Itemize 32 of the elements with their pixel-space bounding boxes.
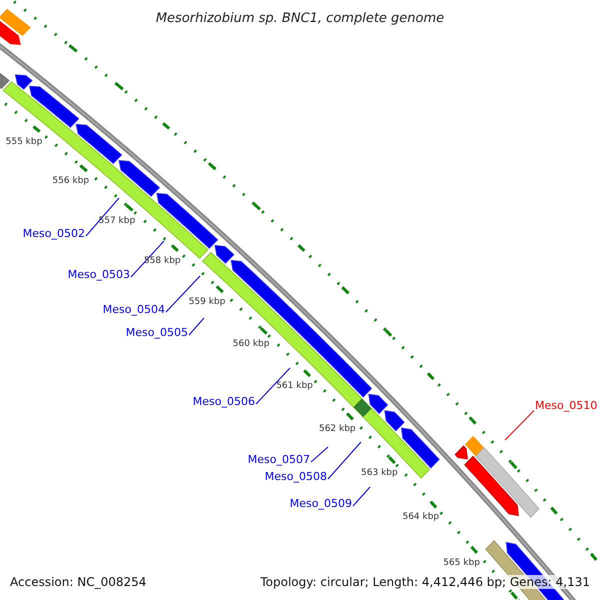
scale-label: 564 kbp — [402, 512, 440, 522]
leader-line — [328, 442, 362, 480]
diagram-title: Mesorhizobium sp. BNC1, complete genome — [156, 10, 444, 26]
leader-line — [130, 240, 164, 278]
gene-label: Meso_0509 — [290, 496, 352, 510]
scale-label: 555 kbp — [6, 136, 42, 147]
gene-label: Meso_0507 — [248, 452, 310, 466]
gene-label: Meso_0508 — [264, 470, 327, 482]
leader-line — [504, 410, 534, 440]
gene-label: Meso_0510 — [535, 398, 598, 412]
leader-line — [310, 446, 328, 462]
scale-label: 563 kbp — [361, 468, 398, 478]
scale-label: 558 kbp — [144, 256, 181, 266]
scale-label: 562 kbp — [318, 424, 356, 434]
gene-label: Meso_0505 — [126, 326, 188, 338]
scale-label: 556 kbp — [52, 176, 90, 186]
gene-label: Meso_0506 — [192, 394, 255, 408]
gene-label: Meso_0502 — [22, 226, 85, 240]
scale-label: 565 kbp — [443, 558, 480, 568]
accession-text: Accession: NC_008254 — [10, 575, 146, 589]
gene-label: Meso_0504 — [102, 302, 165, 316]
scale-label: 557 kbp — [98, 216, 136, 226]
leader-line — [166, 276, 200, 312]
leader-line — [86, 198, 120, 236]
leader-line — [256, 368, 290, 404]
scale-label: 560 kbp — [232, 338, 270, 349]
scale-label: 561 kbp — [276, 381, 313, 392]
genome-summary-text: Topology: circular; Length: 4,412,446 bp; Genes: 4,131 — [260, 575, 590, 589]
leader-line — [188, 318, 204, 336]
leader-line — [352, 486, 370, 506]
gene-label: Meso_0503 — [68, 268, 130, 280]
scale-label: 559 kbp — [188, 297, 226, 307]
